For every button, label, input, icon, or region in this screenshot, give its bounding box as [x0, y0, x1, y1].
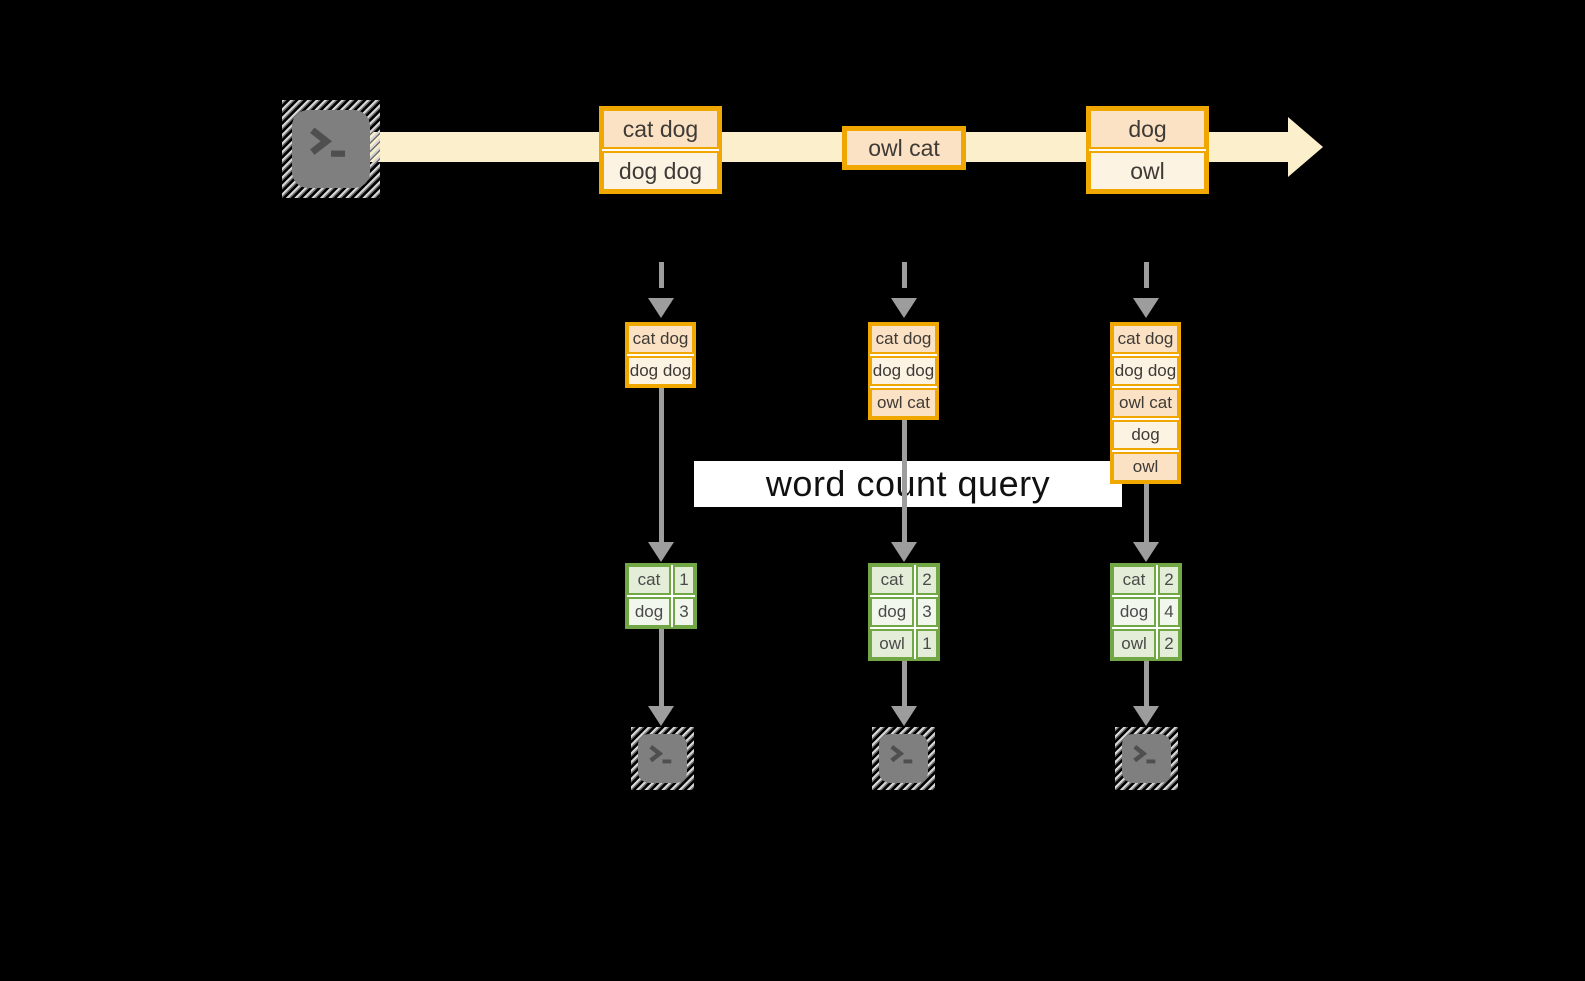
connector-line [659, 629, 664, 706]
dashed-arrow [1144, 262, 1149, 288]
arrow-down-icon [648, 542, 674, 562]
query-label: word count query [765, 463, 1051, 504]
terminal-icon [631, 727, 694, 790]
count-cell: 1 [916, 629, 938, 659]
terminal-icon [282, 100, 380, 198]
stack-cell: dog [1112, 420, 1179, 450]
terminal-prompt-icon [649, 744, 672, 764]
terminal-prompt-icon [890, 744, 913, 764]
batch-cell: dog dog [602, 151, 719, 191]
word-cell: dog [870, 597, 914, 627]
count-table-2: cat 2 dog 3 owl 1 [868, 563, 940, 661]
terminal-icon [872, 727, 935, 790]
state-stack-3: cat dog dog dog owl cat dog owl [1110, 322, 1181, 484]
state-stack-2: cat dog dog dog owl cat [868, 322, 939, 420]
arrow-down-icon [891, 706, 917, 726]
stack-cell: dog dog [627, 356, 694, 386]
arrow-down-icon [891, 542, 917, 562]
count-cell: 2 [1158, 565, 1180, 595]
terminal-icon [1115, 727, 1178, 790]
count-cell: 2 [1158, 629, 1180, 659]
batch-cell: owl [1089, 151, 1206, 191]
connector-line [1144, 661, 1149, 706]
word-cell: owl [1112, 629, 1156, 659]
word-cell: cat [870, 565, 914, 595]
connector-line [902, 420, 907, 542]
stream-batch-3: dog owl [1086, 106, 1209, 194]
terminal-prompt-icon [1133, 744, 1156, 764]
stack-cell: cat dog [870, 324, 937, 354]
count-cell: 3 [673, 597, 695, 627]
stack-cell: dog dog [1112, 356, 1179, 386]
stack-cell: owl [1112, 452, 1179, 482]
arrow-down-icon [891, 298, 917, 318]
terminal-icon-body [638, 734, 687, 783]
connector-line [902, 661, 907, 706]
word-cell: owl [870, 629, 914, 659]
terminal-icon-body [292, 110, 370, 188]
stack-cell: owl cat [1112, 388, 1179, 418]
terminal-icon-body [879, 734, 928, 783]
connector-line [1144, 484, 1149, 542]
arrow-down-icon [648, 706, 674, 726]
stack-cell: cat dog [1112, 324, 1179, 354]
stack-cell: dog dog [870, 356, 937, 386]
terminal-icon-body [1122, 734, 1171, 783]
batch-cell: dog [1089, 109, 1206, 149]
count-cell: 2 [916, 565, 938, 595]
batch-cell: owl cat [845, 129, 963, 167]
arrow-down-icon [1133, 706, 1159, 726]
terminal-prompt-icon [310, 127, 346, 157]
count-cell: 4 [1158, 597, 1180, 627]
arrow-down-icon [1133, 542, 1159, 562]
stream-arrowhead-icon [1288, 117, 1323, 177]
dashed-arrow [659, 262, 664, 288]
count-table-3: cat 2 dog 4 owl 2 [1110, 563, 1182, 661]
word-cell: dog [1112, 597, 1156, 627]
count-cell: 3 [916, 597, 938, 627]
count-table-1: cat 1 dog 3 [625, 563, 697, 629]
word-cell: cat [627, 565, 671, 595]
arrow-down-icon [648, 298, 674, 318]
count-cell: 1 [673, 565, 695, 595]
word-cell: cat [1112, 565, 1156, 595]
stream-batch-2: owl cat [842, 126, 966, 170]
stream-batch-1: cat dog dog dog [599, 106, 722, 194]
state-stack-1: cat dog dog dog [625, 322, 696, 388]
stack-cell: cat dog [627, 324, 694, 354]
batch-cell: cat dog [602, 109, 719, 149]
query-label-band: word count query [694, 461, 1122, 507]
word-cell: dog [627, 597, 671, 627]
arrow-down-icon [1133, 298, 1159, 318]
connector-line [659, 388, 664, 542]
dashed-arrow [902, 262, 907, 288]
stack-cell: owl cat [870, 388, 937, 418]
